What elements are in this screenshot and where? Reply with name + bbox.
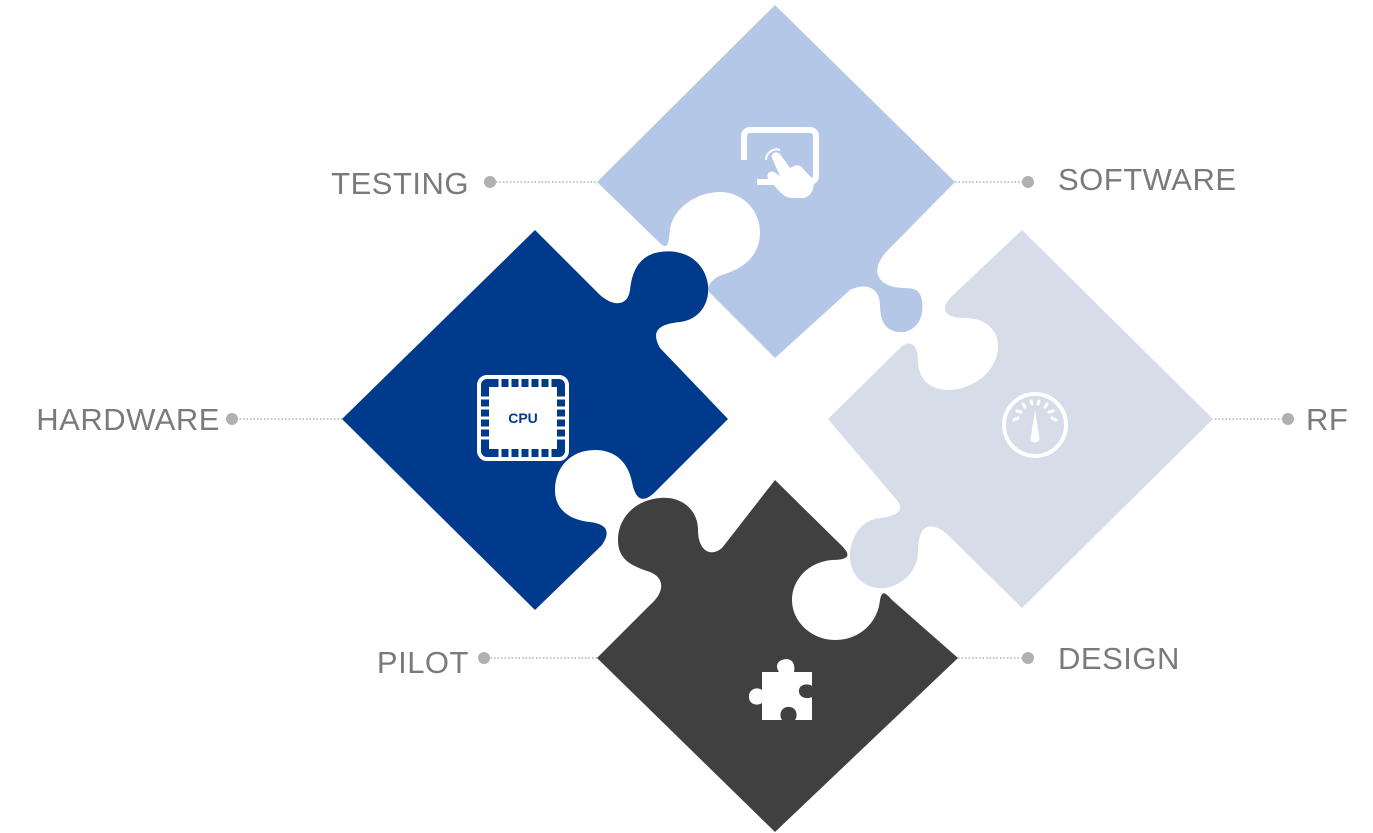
connector-rf-dot [1282, 413, 1294, 425]
cpu-label: CPU [508, 410, 538, 426]
gauge-icon [1002, 392, 1068, 458]
label-hardware: HARDWARE [36, 402, 220, 437]
cpu-chip-icon: CPU [477, 375, 569, 461]
puzzle-piece-rf [828, 230, 1213, 608]
connector-dots [226, 176, 1294, 664]
connector-hardware-dot [226, 413, 238, 425]
label-pilot: PILOT [376, 645, 469, 680]
label-testing: TESTING [331, 166, 469, 201]
connector-design-dot [1022, 652, 1034, 664]
connector-software-dot [1022, 176, 1034, 188]
touch-screen-icon [741, 127, 819, 198]
connectors [236, 181, 1285, 659]
connector-testing-dot [484, 176, 496, 188]
label-design: DESIGN [1058, 641, 1180, 676]
puzzle-piece-icon [748, 659, 812, 720]
label-software: SOFTWARE [1058, 162, 1237, 197]
label-rf: RF [1306, 402, 1349, 437]
connector-pilot-dot [478, 652, 490, 664]
puzzle-piece-pilot [597, 480, 958, 832]
